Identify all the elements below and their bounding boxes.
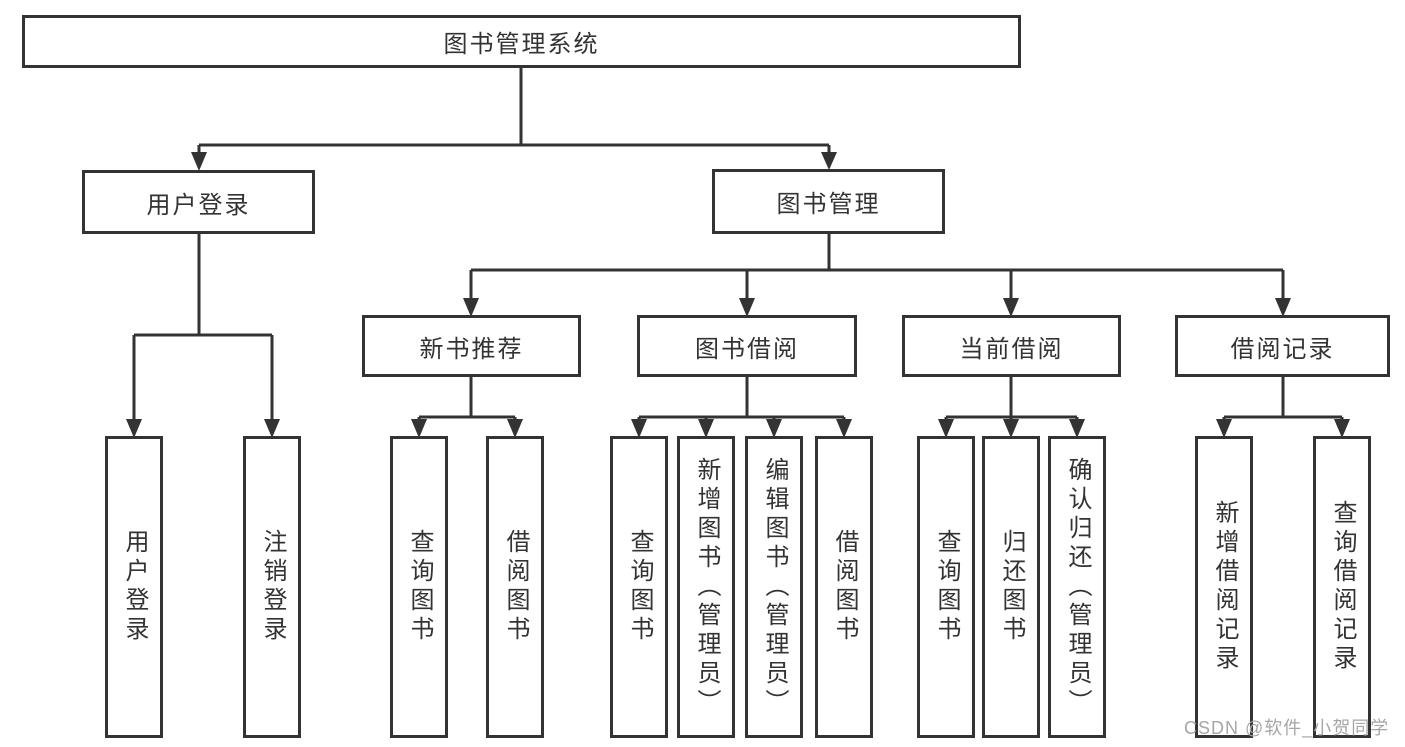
connector-borrow-records bbox=[1216, 377, 1350, 438]
leaf-records-add-record: 新增借阅记录 bbox=[1195, 436, 1253, 738]
leaf-records-query-record-label: 查询借阅记录 bbox=[1329, 500, 1356, 674]
leaf-recommend-borrow-books-label: 借阅图书 bbox=[502, 529, 529, 645]
node-borrow-records-label: 借阅记录 bbox=[1230, 335, 1335, 363]
node-root: 图书管理系统 bbox=[22, 15, 1021, 68]
leaf-current-return-books: 归还图书 bbox=[982, 436, 1040, 738]
leaf-user-login: 用户登录 bbox=[105, 436, 163, 738]
connector-root bbox=[191, 68, 837, 171]
leaf-borrowing-edit-books-admin: 编辑图书（管理员） bbox=[745, 436, 803, 738]
leaf-current-query-books-label: 查询图书 bbox=[933, 529, 960, 645]
watermark: CSDN @软件_小贺同学 bbox=[1184, 718, 1390, 738]
leaf-current-return-books-label: 归还图书 bbox=[998, 529, 1025, 645]
node-current-borrowing-label: 当前借阅 bbox=[959, 335, 1064, 363]
node-new-book-recommend-label: 新书推荐 bbox=[419, 335, 524, 363]
leaf-current-query-books: 查询图书 bbox=[917, 436, 975, 738]
node-user-login: 用户登录 bbox=[82, 170, 315, 234]
leaf-current-confirm-return-admin-label: 确认归还（管理员） bbox=[1064, 456, 1091, 718]
leaf-user-login-label: 用户登录 bbox=[121, 529, 148, 645]
node-root-label: 图书管理系统 bbox=[443, 31, 600, 58]
leaf-current-confirm-return-admin: 确认归还（管理员） bbox=[1048, 436, 1106, 738]
node-book-management: 图书管理 bbox=[712, 169, 945, 234]
leaf-records-query-record: 查询借阅记录 bbox=[1313, 436, 1371, 738]
leaf-recommend-borrow-books: 借阅图书 bbox=[486, 436, 544, 738]
leaf-recommend-query-books-label: 查询图书 bbox=[406, 529, 433, 645]
node-book-management-label: 图书管理 bbox=[776, 191, 881, 218]
leaf-logout-label: 注销登录 bbox=[259, 529, 286, 645]
node-book-borrowing-label: 图书借阅 bbox=[695, 335, 799, 363]
connector-book-borrowing bbox=[631, 377, 852, 438]
node-borrow-records: 借阅记录 bbox=[1175, 315, 1390, 377]
node-new-book-recommend: 新书推荐 bbox=[362, 315, 581, 377]
connector-new-book-recommend bbox=[411, 377, 523, 438]
connector-book-management bbox=[463, 234, 1291, 317]
leaf-borrowing-add-books-admin-label: 新增图书（管理员） bbox=[693, 456, 720, 718]
leaf-records-add-record-label: 新增借阅记录 bbox=[1211, 500, 1238, 674]
node-current-borrowing: 当前借阅 bbox=[902, 315, 1121, 377]
leaf-borrowing-query-books-label: 查询图书 bbox=[626, 529, 653, 645]
leaf-recommend-query-books: 查询图书 bbox=[390, 436, 448, 738]
leaf-borrowing-borrow-books-label: 借阅图书 bbox=[831, 529, 858, 645]
connector-current-borrowing bbox=[938, 377, 1085, 438]
leaf-borrowing-edit-books-admin-label: 编辑图书（管理员） bbox=[761, 456, 788, 718]
node-book-borrowing: 图书借阅 bbox=[637, 315, 857, 377]
node-user-login-label: 用户登录 bbox=[146, 191, 251, 219]
leaf-borrowing-query-books: 查询图书 bbox=[610, 436, 668, 738]
connector-user-login bbox=[126, 234, 280, 438]
leaf-logout: 注销登录 bbox=[243, 436, 301, 738]
leaf-borrowing-borrow-books: 借阅图书 bbox=[815, 436, 873, 738]
leaf-borrowing-add-books-admin: 新增图书（管理员） bbox=[677, 436, 735, 738]
